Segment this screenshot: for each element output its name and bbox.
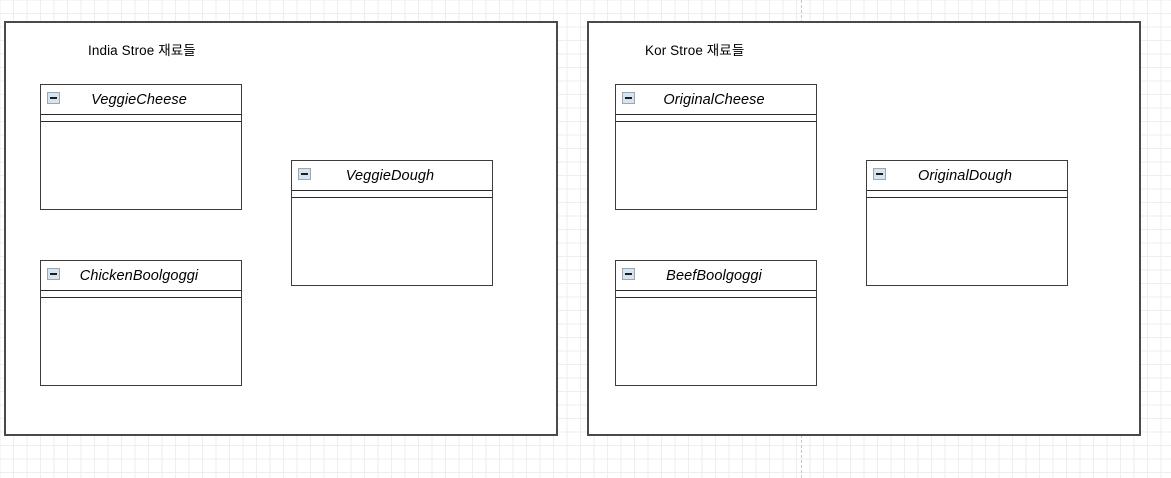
collapse-minus-icon[interactable] — [622, 268, 635, 280]
class-header-chicken-boolgoggi: ChickenBoolgoggi — [41, 261, 241, 291]
class-attributes-compartment — [41, 115, 241, 122]
class-name-veggie-cheese: VeggieCheese — [91, 91, 187, 108]
class-attributes-compartment — [292, 191, 492, 198]
class-header-beef-boolgoggi: BeefBoolgoggi — [616, 261, 816, 291]
class-attributes-compartment — [867, 191, 1067, 198]
class-header-veggie-cheese: VeggieCheese — [41, 85, 241, 115]
class-header-original-cheese: OriginalCheese — [616, 85, 816, 115]
class-name-original-cheese: OriginalCheese — [663, 91, 765, 108]
collapse-minus-icon[interactable] — [873, 168, 886, 180]
class-operations-compartment — [41, 298, 241, 385]
class-operations-compartment — [41, 122, 241, 209]
class-box-chicken-boolgoggi[interactable]: ChickenBoolgoggi — [40, 260, 242, 386]
class-header-veggie-dough: VeggieDough — [292, 161, 492, 191]
class-box-veggie-dough[interactable]: VeggieDough — [291, 160, 493, 286]
package-kor-store-title: Kor Stroe 재료들 — [645, 43, 745, 58]
collapse-minus-icon[interactable] — [622, 92, 635, 104]
class-box-veggie-cheese[interactable]: VeggieCheese — [40, 84, 242, 210]
collapse-minus-icon[interactable] — [47, 268, 60, 280]
class-header-original-dough: OriginalDough — [867, 161, 1067, 191]
package-india-store-title: India Stroe 재료들 — [88, 43, 196, 58]
class-name-chicken-boolgoggi: ChickenBoolgoggi — [79, 267, 199, 284]
class-attributes-compartment — [616, 291, 816, 298]
class-attributes-compartment — [41, 291, 241, 298]
class-operations-compartment — [616, 298, 816, 385]
collapse-minus-icon[interactable] — [298, 168, 311, 180]
class-box-original-cheese[interactable]: OriginalCheese — [615, 84, 817, 210]
class-operations-compartment — [616, 122, 816, 209]
class-operations-compartment — [292, 198, 492, 285]
class-name-beef-boolgoggi: BeefBoolgoggi — [666, 267, 762, 284]
class-name-original-dough: OriginalDough — [918, 167, 1012, 184]
class-attributes-compartment — [616, 115, 816, 122]
class-box-original-dough[interactable]: OriginalDough — [866, 160, 1068, 286]
class-name-veggie-dough: VeggieDough — [345, 167, 435, 184]
class-operations-compartment — [867, 198, 1067, 285]
collapse-minus-icon[interactable] — [47, 92, 60, 104]
class-box-beef-boolgoggi[interactable]: BeefBoolgoggi — [615, 260, 817, 386]
